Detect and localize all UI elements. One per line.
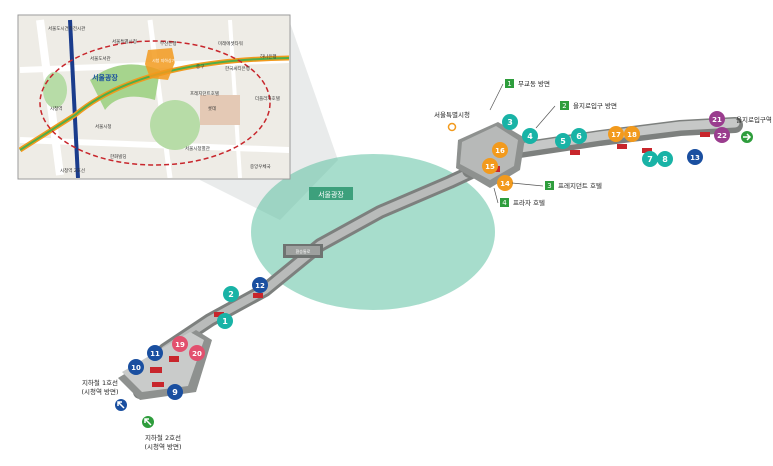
svg-text:5: 5 [560, 137, 566, 146]
svg-text:19: 19 [175, 341, 185, 349]
svg-text:을지로입구 방면: 을지로입구 방면 [573, 101, 617, 110]
svg-text:22: 22 [717, 132, 727, 140]
svg-text:서울특별시청: 서울특별시청 [434, 110, 470, 119]
svg-text:2: 2 [562, 102, 566, 110]
svg-text:2: 2 [228, 290, 234, 299]
exit-1: 1 [217, 313, 233, 329]
exit-19: 19 [172, 336, 188, 352]
exit-13: 13 [687, 149, 703, 165]
exit-7: 7 [642, 151, 658, 167]
svg-text:3: 3 [507, 118, 513, 127]
svg-text:을지로입구역: 을지로입구역 [736, 115, 772, 124]
euljiro-label: 을지로입구역 [736, 115, 772, 143]
callout-2: 2 을지로입구 방면 [535, 101, 617, 129]
inset-plaza-label: 서울광장 [92, 73, 118, 82]
exit-8: 8 [657, 151, 673, 167]
svg-text:10: 10 [131, 364, 141, 372]
svg-text:시청역 2호선: 시청역 2호선 [60, 167, 85, 174]
svg-text:서울도시건축전시관: 서울도시건축전시관 [48, 25, 85, 32]
svg-text:8: 8 [662, 155, 668, 164]
city-hall-label: 서울특별시청 [434, 110, 470, 132]
svg-text:4: 4 [527, 132, 533, 141]
plaza-label: 서울광장 [318, 190, 344, 199]
svg-text:더플라자호텔: 더플라자호텔 [255, 95, 280, 102]
svg-text:14: 14 [500, 180, 510, 188]
svg-text:프라자 호텔: 프라자 호텔 [513, 198, 545, 207]
exit-18: 18 [624, 126, 640, 142]
svg-text:4: 4 [502, 199, 507, 207]
exit-5: 5 [555, 133, 571, 149]
svg-text:1: 1 [507, 80, 511, 88]
svg-text:(시청역 방면): (시청역 방면) [81, 387, 118, 396]
svg-text:서울특별시청: 서울특별시청 [112, 38, 137, 45]
exit-9: 9 [167, 384, 183, 400]
svg-text:16: 16 [495, 147, 505, 155]
line1-label: 지하철 1호선 (시청역 방면) [81, 378, 127, 411]
exit-21: 21 [709, 111, 725, 127]
svg-text:한국씨티은행: 한국씨티은행 [225, 65, 250, 72]
callout-1: 1 무교동 방면 [489, 79, 550, 111]
svg-text:서울시청: 서울시청 [95, 123, 112, 130]
svg-text:부산은행: 부산은행 [160, 40, 177, 47]
callout-3: 3 프레지던트 호텔 [511, 181, 602, 190]
svg-text:하나은행: 하나은행 [260, 53, 277, 60]
plaza-label-box: 서울광장 [309, 187, 353, 200]
exit-20: 20 [189, 345, 205, 361]
line2-label: 지하철 2호선 (시청역 방면) [142, 416, 182, 451]
svg-text:13: 13 [690, 154, 700, 162]
exit-17: 17 [608, 126, 624, 142]
svg-text:프레지던트 호텔: 프레지던트 호텔 [558, 181, 602, 190]
exit-2: 2 [223, 286, 239, 302]
exit-10: 10 [128, 359, 144, 375]
exit-3: 3 [502, 114, 518, 130]
svg-text:3: 3 [547, 182, 551, 190]
exit-15: 15 [482, 158, 498, 174]
svg-text:(시청역 방면): (시청역 방면) [144, 442, 181, 451]
svg-text:프레지던트호텔: 프레지던트호텔 [190, 90, 219, 97]
exit-markers[interactable]: 1 2 3 4 5 6 7 8 9 10 11 12 13 14 15 16 1… [128, 111, 730, 400]
svg-text:9: 9 [172, 388, 178, 397]
svg-text:중구: 중구 [196, 64, 204, 70]
exit-16: 16 [492, 142, 508, 158]
svg-text:롯데: 롯데 [208, 105, 216, 112]
svg-text:무교동 방면: 무교동 방면 [518, 79, 550, 88]
exit-11: 11 [147, 345, 163, 361]
svg-text:1: 1 [222, 317, 228, 326]
svg-text:21: 21 [712, 116, 722, 124]
svg-text:6: 6 [576, 132, 582, 141]
exit-12: 12 [252, 277, 268, 293]
svg-text:시청역: 시청역 [50, 105, 62, 112]
svg-text:지하철 2호선: 지하철 2호선 [145, 433, 181, 442]
svg-text:미래에셋타워: 미래에셋타워 [218, 40, 243, 47]
small-sign-label: 환승통로 [296, 248, 311, 254]
svg-text:18: 18 [627, 131, 637, 139]
svg-text:중앙우체국: 중앙우체국 [250, 163, 271, 170]
svg-text:12: 12 [255, 282, 265, 290]
svg-text:시청 지하상가: 시청 지하상가 [152, 57, 176, 63]
inset-map: 서울광장 서울도시건축전시관 서울특별시청 부산은행 미래에셋타워 하나은행 서… [17, 14, 291, 180]
svg-text:서울도서관: 서울도서관 [90, 55, 111, 62]
svg-text:서울시청별관: 서울시청별관 [185, 145, 210, 152]
callout-4: 4 프라자 호텔 [493, 187, 545, 207]
svg-text:7: 7 [647, 155, 653, 164]
svg-text:17: 17 [611, 131, 621, 139]
corridor: 환승통로 [118, 117, 743, 400]
exit-22: 22 [714, 127, 730, 143]
svg-text:지하철 1호선: 지하철 1호선 [82, 378, 118, 387]
exit-4: 4 [522, 128, 538, 144]
svg-text:한화빌딩: 한화빌딩 [110, 153, 127, 160]
exit-6: 6 [571, 128, 587, 144]
svg-text:11: 11 [150, 350, 160, 358]
svg-text:20: 20 [192, 350, 202, 358]
svg-text:15: 15 [485, 163, 495, 171]
exit-14: 14 [497, 175, 513, 191]
